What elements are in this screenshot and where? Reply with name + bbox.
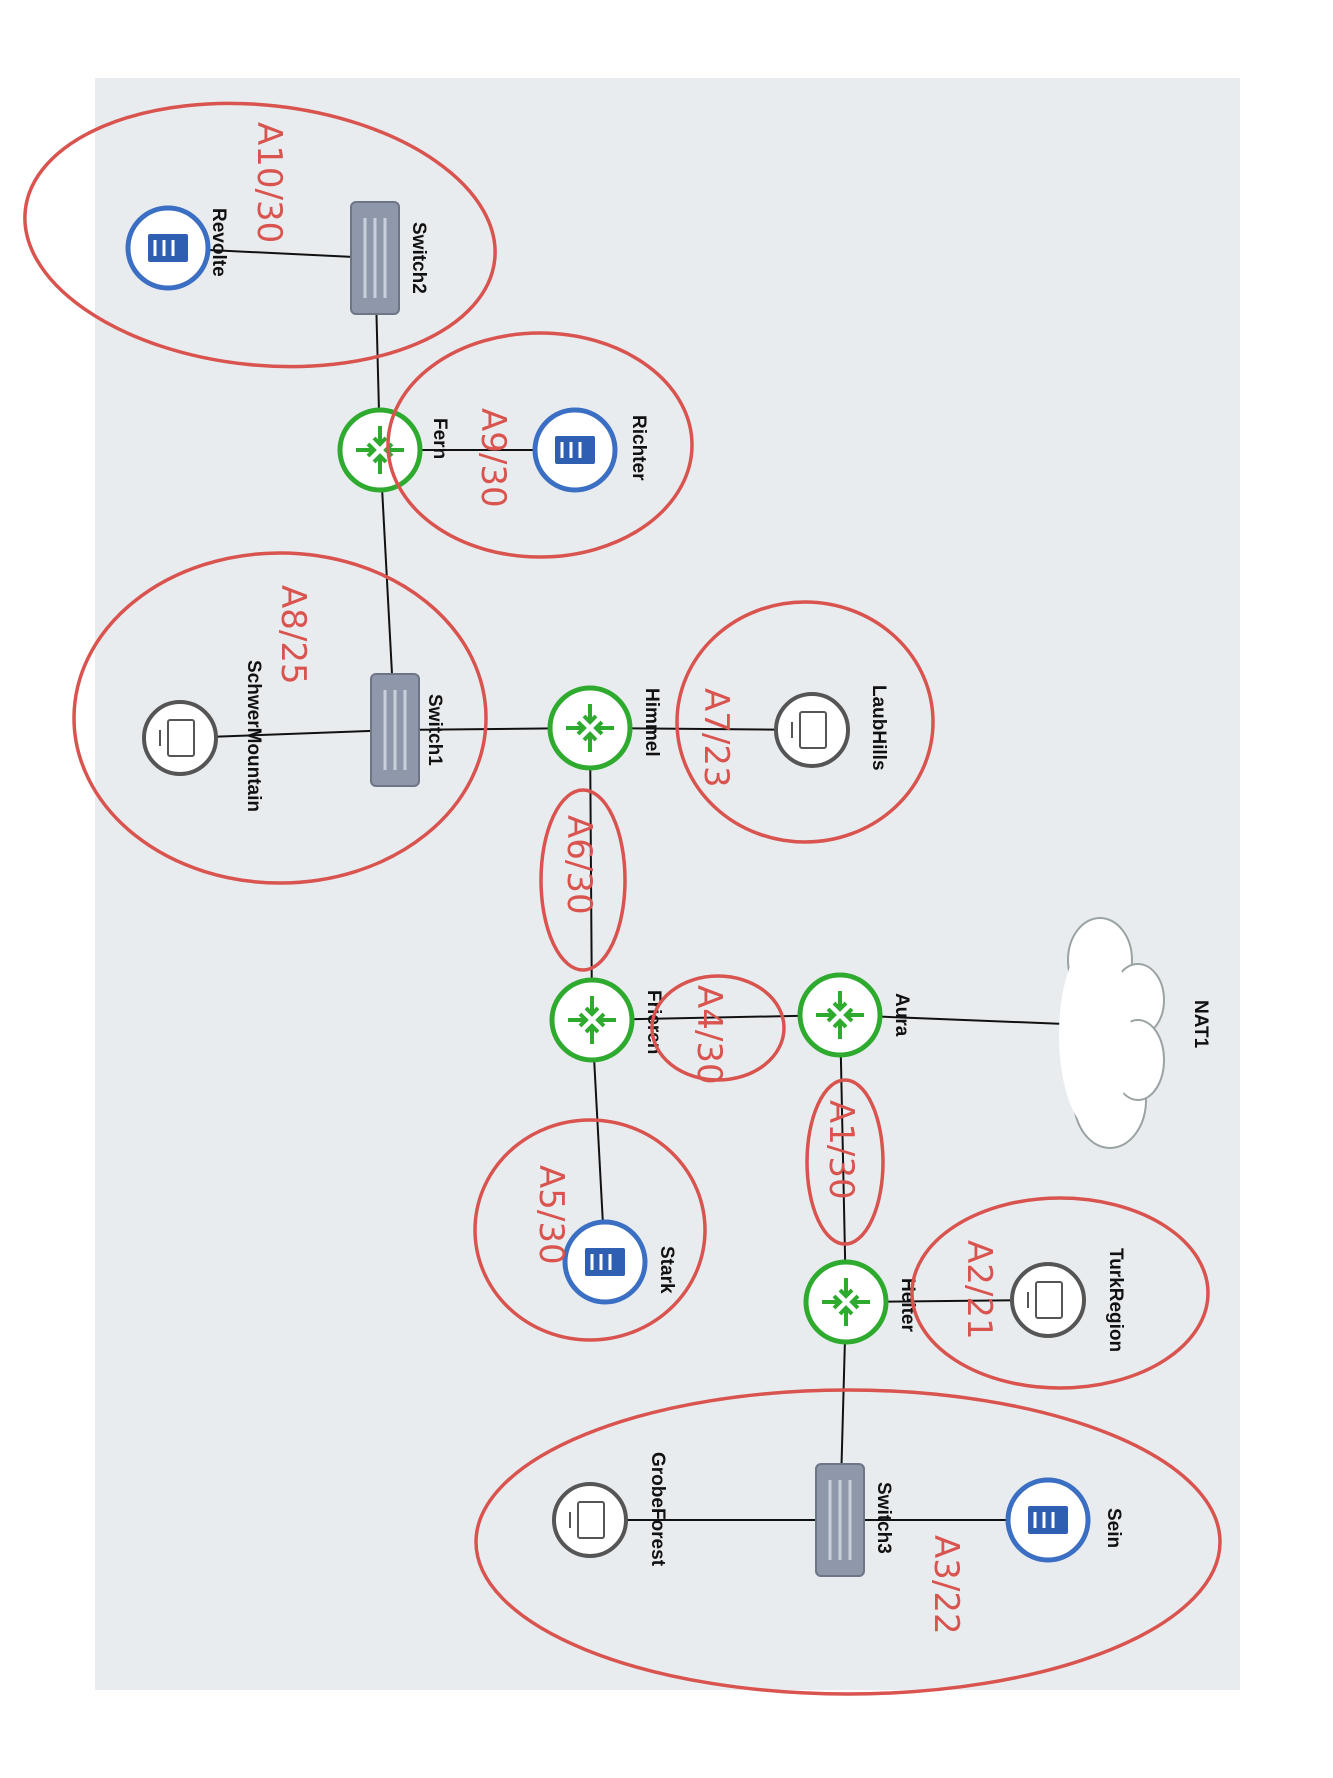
node-label-fern: Fern <box>429 418 450 459</box>
annotation-ellipse-a6 <box>539 788 627 972</box>
annotation-a10: A10/30 <box>249 122 289 243</box>
switch-icon <box>350 201 400 315</box>
link-aura-heiter <box>839 1014 847 1303</box>
node-stark[interactable]: Stark <box>562 1219 677 1305</box>
annotation-ellipse-a4 <box>650 974 786 1082</box>
node-richter[interactable]: Richter <box>532 407 649 493</box>
node-sein[interactable]: Sein <box>1005 1477 1124 1563</box>
node-fern[interactable]: Fern <box>337 407 450 493</box>
node-switch1[interactable]: Switch1 <box>370 673 445 787</box>
annotation-a3: A3/22 <box>926 1535 966 1635</box>
annotation-ellipse-a1 <box>805 1078 885 1246</box>
node-aura[interactable]: Aura <box>797 972 912 1058</box>
node-grobeforest[interactable]: GrobeForest <box>552 1452 668 1567</box>
annotation-a8: A8/25 <box>273 585 313 685</box>
router-icon <box>549 977 635 1063</box>
switch-icon <box>815 1463 865 1577</box>
annotation-ellipse-a5 <box>473 1118 707 1342</box>
router-icon <box>337 407 423 493</box>
annotation-a2: A2/21 <box>959 1240 999 1340</box>
node-label-aura: Aura <box>891 993 912 1037</box>
annotation-ellipse-a3 <box>474 1388 1222 1696</box>
node-label-sein: Sein <box>1103 1508 1124 1548</box>
router-icon <box>797 972 883 1058</box>
node-label-grobeforest: GrobeForest <box>647 1452 668 1567</box>
annotation-ellipse-a7 <box>675 600 935 844</box>
switch-icon <box>370 673 420 787</box>
node-label-laubhills: LaubHills <box>868 685 889 771</box>
node-label-himmel: Himmel <box>641 688 662 757</box>
pc-icon <box>1010 1262 1086 1338</box>
node-label-revolte: Revolte <box>208 208 229 277</box>
node-revolte[interactable]: Revolte <box>125 205 229 291</box>
annotation-ellipse-a8 <box>72 551 488 885</box>
node-nat1[interactable]: NAT1 <box>1059 917 1211 1149</box>
node-label-nat1: NAT1 <box>1190 1000 1211 1049</box>
pc-icon <box>774 692 850 768</box>
node-label-turkregion: TurkRegion <box>1105 1248 1126 1352</box>
annotation-a6: A6/30 <box>559 815 599 915</box>
annotation-ellipse-a10 <box>23 101 497 369</box>
node-label-switch2: Switch2 <box>408 222 429 294</box>
node-label-richter: Richter <box>628 415 649 481</box>
annotation-ellipse-a9 <box>386 331 694 559</box>
annotation-a7: A7/23 <box>696 688 736 788</box>
router-icon <box>803 1259 889 1345</box>
node-turkregion[interactable]: TurkRegion <box>1010 1248 1126 1352</box>
annotation-a1: A1/30 <box>821 1100 861 1200</box>
node-frieren[interactable]: Frieren <box>549 977 664 1063</box>
node-laubhills[interactable]: LaubHills <box>774 685 889 771</box>
annotation-a9: A9/30 <box>473 408 513 508</box>
annotation-a5: A5/30 <box>531 1165 571 1265</box>
server-icon <box>125 205 211 291</box>
annotation-ellipses <box>23 101 1222 1696</box>
server-icon <box>1005 1477 1091 1563</box>
node-schwermountain[interactable]: SchwerMountain <box>142 660 264 812</box>
node-switch2[interactable]: Switch2 <box>350 201 429 315</box>
pc-icon <box>552 1482 628 1558</box>
node-himmel[interactable]: Himmel <box>547 685 662 771</box>
cloud-icon <box>1059 917 1165 1149</box>
server-icon <box>532 407 618 493</box>
node-label-stark: Stark <box>656 1246 677 1294</box>
router-icon <box>547 685 633 771</box>
annotation-a4: A4/30 <box>689 985 729 1085</box>
server-icon <box>562 1219 648 1305</box>
node-label-switch1: Switch1 <box>424 694 445 766</box>
link-himmel-frieren <box>589 727 593 1021</box>
node-label-switch3: Switch3 <box>873 1482 894 1554</box>
node-label-schwermountain: SchwerMountain <box>243 660 264 812</box>
annotation-ellipse-a2 <box>910 1196 1210 1390</box>
node-switch3[interactable]: Switch3 <box>815 1463 894 1577</box>
pc-icon <box>142 700 218 776</box>
